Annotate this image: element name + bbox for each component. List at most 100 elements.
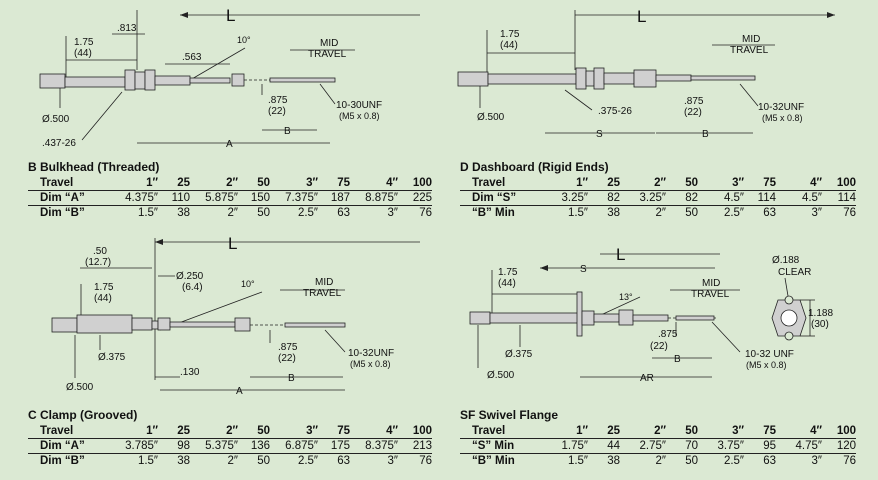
dimension-label: B — [702, 129, 709, 140]
dimension-label: 1.188 — [808, 308, 833, 319]
swivel-spec: SF Swivel Flange Travel 1″ 25 2″ 50 3″ 7… — [460, 408, 856, 468]
dimension-label: A — [236, 386, 243, 397]
table-header: 1″ — [110, 424, 158, 439]
table-header: 75 — [744, 424, 776, 439]
table-header: 75 — [744, 176, 776, 191]
dim-L: L — [616, 245, 625, 264]
dimension-label: .875 — [268, 95, 288, 106]
dimension-label: (44) — [94, 293, 112, 304]
table-row: “B” Min 1.5″38 2″50 2.5″63 3″76 — [472, 455, 856, 467]
dimension-label: (M5 x 0.8) — [350, 359, 391, 369]
table-header: 3″ — [270, 176, 318, 191]
dimension-label: 10° — [237, 35, 251, 45]
table-row: Dim “S” 3.25″82 3.25″82 4.5″114 4.5″114 — [460, 190, 856, 206]
table-header: 50 — [238, 424, 270, 439]
dimension-label: (M5 x 0.8) — [339, 111, 380, 121]
dimension-label: 1.75 — [498, 267, 518, 278]
table-header: 2″ — [190, 176, 238, 191]
table-header: 25 — [158, 424, 190, 439]
swivel-drawing: S L 1.75 (44) 13° MID TRAVEL Ø.188 CLEAR… — [469, 245, 833, 384]
table-header: 3″ — [270, 424, 318, 439]
table-header: 4″ — [776, 424, 822, 439]
dimension-label: B — [284, 126, 291, 137]
dimension-label: (22) — [684, 107, 702, 118]
dimension-label: 13° — [619, 292, 633, 302]
table-header: 4″ — [776, 176, 822, 191]
dimension-label: Ø.375 — [505, 349, 533, 360]
dimension-label: (44) — [74, 48, 92, 59]
table-header: 100 — [398, 176, 432, 191]
dimension-label: .130 — [180, 367, 200, 378]
dimension-label: (30) — [811, 319, 829, 330]
dimension-label: 10-30UNF — [336, 100, 382, 111]
table-row: Dim “B” 1.5″38 2″50 2.5″63 3″76 — [40, 207, 432, 219]
dimension-label: CLEAR — [778, 267, 811, 278]
dim-L: L — [228, 234, 237, 253]
table-header: 1″ — [110, 176, 158, 191]
table-header: 50 — [666, 424, 698, 439]
table-header: 2″ — [620, 424, 666, 439]
table-row: “B” Min 1.5″38 2″50 2.5″63 3″76 — [472, 207, 856, 219]
dimensions-table: Travel 1″ 25 2″ 50 3″ 75 4″ 100 Dim “A” … — [28, 424, 432, 468]
dimension-label: .437-26 — [42, 138, 76, 149]
dimension-label: TRAVEL — [308, 49, 347, 60]
table-header: 1″ — [542, 424, 588, 439]
panel-title: SF Swivel Flange — [460, 408, 559, 422]
dimension-label: (44) — [500, 40, 518, 51]
dimension-label: (M5 x 0.8) — [762, 113, 803, 123]
table-header: 25 — [158, 176, 190, 191]
dimension-label: .563 — [182, 52, 202, 63]
table-header: 4″ — [350, 424, 398, 439]
dimension-label: TRAVEL — [303, 288, 342, 299]
dimension-label: Ø.500 — [42, 114, 70, 125]
dimension-label: 1.75 — [74, 37, 94, 48]
table-header: 3″ — [698, 176, 744, 191]
table-header: Travel — [28, 424, 110, 439]
dimensions-table: Travel 1″ 25 2″ 50 3″ 75 4″ 100 Dim “A” … — [28, 176, 432, 220]
dimension-label: S — [596, 129, 603, 140]
table-header: 2″ — [190, 424, 238, 439]
dimension-label: AR — [640, 373, 654, 384]
table-header: 3″ — [698, 424, 744, 439]
table-header: 4″ — [350, 176, 398, 191]
dimension-label: Ø.250 — [176, 271, 204, 282]
table-header: 50 — [238, 176, 270, 191]
dimension-label: 10-32UNF — [348, 348, 394, 359]
table-header: 1″ — [542, 176, 588, 191]
dimension-label: 10° — [241, 279, 255, 289]
bulkhead-drawing: L 1.75 (44) .813 .563 10° MID TRAVEL Ø.5… — [39, 6, 420, 150]
dimension-label: Ø.500 — [66, 382, 94, 393]
dimension-label: A — [226, 139, 233, 150]
table-row: Dim “A” 3.785″98 5.375″136 6.875″175 8.3… — [28, 438, 432, 454]
dimension-label: Ø.500 — [477, 112, 505, 123]
table-header: 50 — [666, 176, 698, 191]
dimension-label: .813 — [117, 23, 137, 34]
panel-title: B Bulkhead (Threaded) — [28, 160, 160, 174]
table-header: 100 — [398, 424, 432, 439]
dimension-label: (22) — [650, 341, 668, 352]
table-row: Dim “B” 1.5″38 2″50 2.5″63 3″76 — [40, 455, 432, 467]
dashboard-drawing: L 1.75 (44) MID TRAVEL Ø.500 .375-26 .87… — [457, 7, 835, 140]
table-header: 25 — [588, 176, 620, 191]
dimension-label: Ø.188 — [772, 255, 800, 266]
dimension-label: 10-32 UNF — [745, 349, 794, 360]
dimension-label: (12.7) — [85, 257, 111, 268]
table-header: 100 — [822, 176, 856, 191]
dashboard-spec: D Dashboard (Rigid Ends) Travel 1″ 25 2″… — [460, 160, 856, 220]
panel-title: C Clamp (Grooved) — [28, 408, 138, 422]
dimension-label: B — [674, 354, 681, 365]
clamp-spec: C Clamp (Grooved) Travel 1″ 25 2″ 50 3″ … — [28, 408, 432, 468]
dimension-label: (22) — [278, 353, 296, 364]
dimension-label: .50 — [93, 246, 107, 257]
panel-title: D Dashboard (Rigid Ends) — [460, 160, 609, 174]
dimension-label: (M5 x 0.8) — [746, 360, 787, 370]
dimension-label: .875 — [278, 342, 298, 353]
dimension-label: MID — [742, 34, 760, 45]
dimensions-table: Travel 1″ 25 2″ 50 3″ 75 4″ 100 “S” Min … — [460, 424, 856, 468]
dimension-label: (44) — [498, 278, 516, 289]
dimension-label: Ø.375 — [98, 352, 126, 363]
dimension-label: (6.4) — [182, 282, 203, 293]
table-header: Travel — [460, 176, 542, 191]
dimension-label: B — [288, 373, 295, 384]
